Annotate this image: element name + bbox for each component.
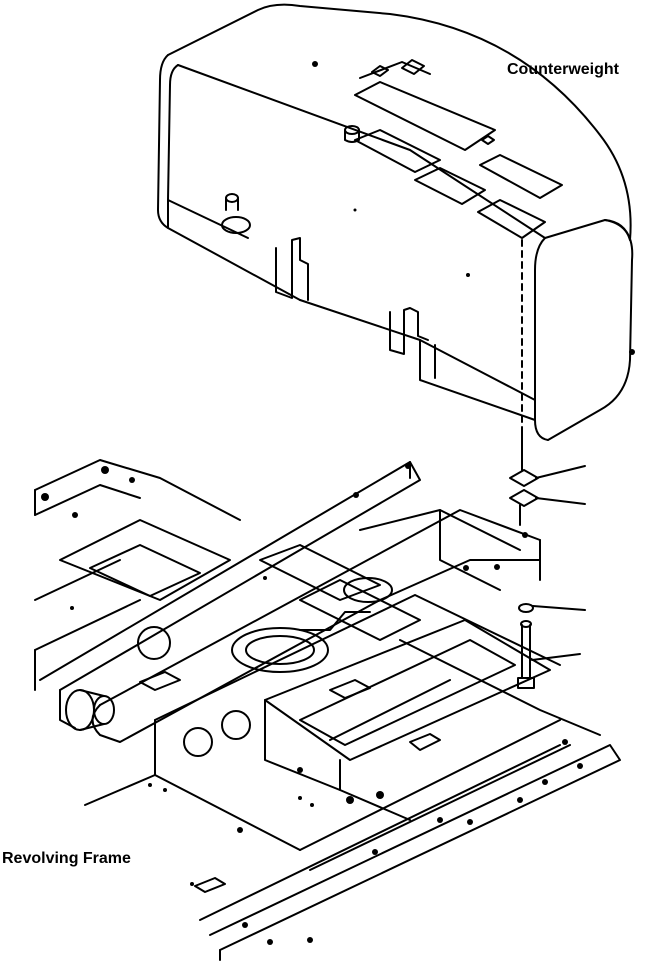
revolving-frame-label: Revolving Frame — [2, 850, 131, 867]
revolving-frame — [34, 459, 621, 961]
counterweight-details — [312, 61, 635, 355]
counterweight-body — [157, 3, 634, 441]
counterweight-label: Counterweight — [507, 61, 619, 78]
frame-fasteners — [41, 463, 583, 945]
mounting-bolt-set — [509, 431, 586, 689]
